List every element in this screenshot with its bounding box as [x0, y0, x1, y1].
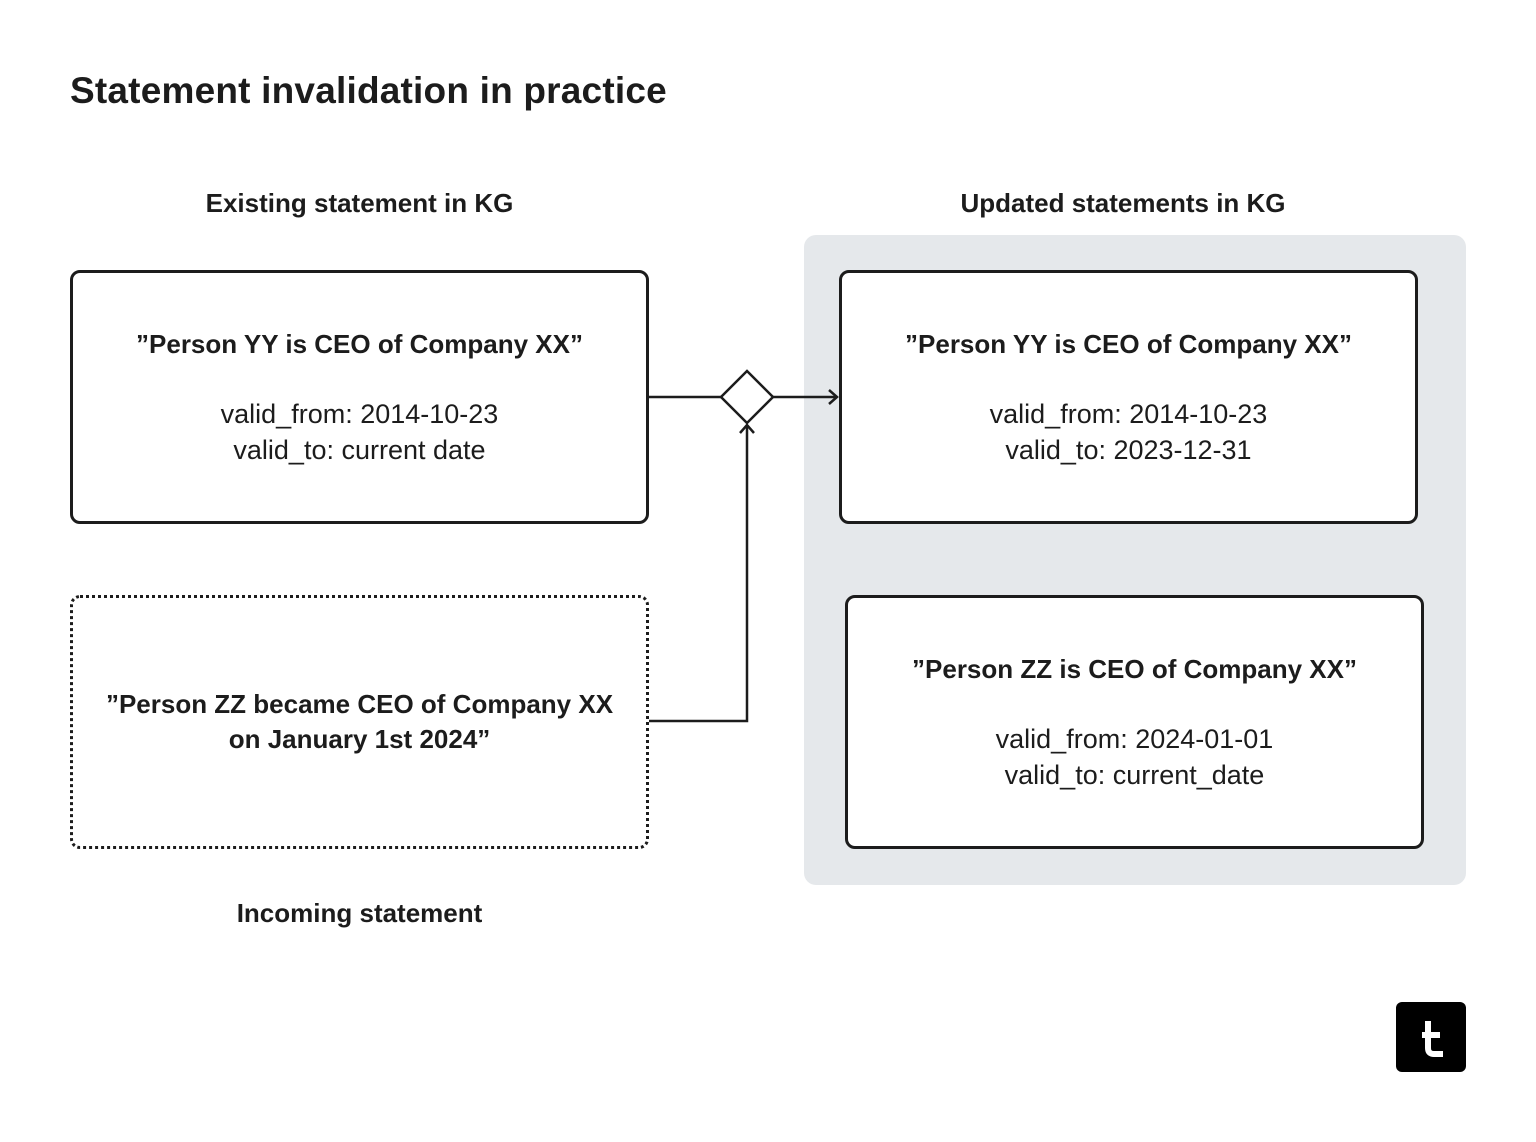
updated-1-valid-to: valid_to: 2023-12-31 [1005, 434, 1252, 465]
incoming-statement-card: ”Person ZZ became CEO of Company XX on J… [70, 595, 649, 849]
updated-statement-1-quote: ”Person YY is CEO of Company XX” [905, 328, 1352, 359]
existing-statement-validity: valid_from: 2014-10-23 valid_to: current… [221, 396, 499, 468]
incoming-statement-label: Incoming statement [236, 898, 483, 928]
logo-t-glyph-icon [1422, 1021, 1443, 1057]
incoming-arrow-head [739, 423, 755, 434]
updated-statements-label: Updated statements in KG [960, 188, 1286, 218]
existing-statement-label: Existing statement in KG [205, 188, 514, 218]
updated-statement-card-2: ”Person ZZ is CEO of Company XX” valid_f… [845, 595, 1424, 849]
updated-statement-card-1: ”Person YY is CEO of Company XX” valid_f… [839, 270, 1418, 524]
incoming-to-merge-line [649, 425, 749, 723]
brand-logo-icon [1396, 1002, 1466, 1072]
existing-valid-from: valid_from: 2014-10-23 [220, 398, 499, 429]
incoming-statement-quote: ”Person ZZ became CEO of Company XX on J… [105, 689, 614, 754]
updated-1-valid-from: valid_from: 2014-10-23 [989, 398, 1268, 429]
updated-statement-2-validity: valid_from: 2024-01-01 valid_to: current… [996, 721, 1274, 793]
page-title: Statement invalidation in practice [70, 70, 667, 111]
existing-valid-to: valid_to: current date [233, 434, 486, 465]
existing-statement-quote: ”Person YY is CEO of Company XX” [136, 328, 583, 359]
updated-statement-2-quote: ”Person ZZ is CEO of Company XX” [912, 653, 1357, 684]
updated-2-valid-from: valid_from: 2024-01-01 [995, 723, 1274, 754]
diamond-merge-icon [719, 369, 775, 425]
updated-statement-1-validity: valid_from: 2014-10-23 valid_to: 2023-12… [990, 396, 1268, 468]
updated-2-valid-to: valid_to: current_date [1004, 759, 1265, 790]
existing-statement-card: ”Person YY is CEO of Company XX” valid_f… [70, 270, 649, 524]
